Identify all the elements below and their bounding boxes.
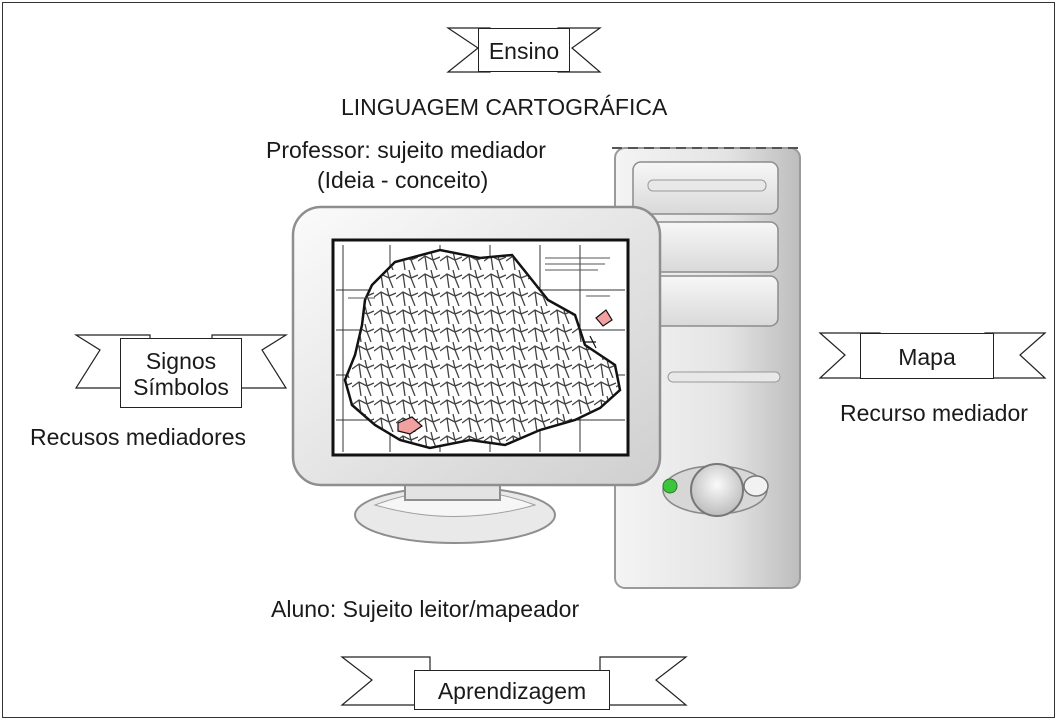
signos-text: Signos	[145, 348, 217, 374]
banner-signos-label: Signos Símbolos	[120, 338, 242, 408]
diagram-title: LINGUAGEM CARTOGRÁFICA	[341, 94, 668, 120]
student-label: Aluno: Sujeito leitor/mapeador	[271, 596, 580, 622]
banner-ensino-label: Ensino	[478, 28, 570, 72]
banner-aprendizagem	[340, 656, 688, 706]
simbolos-text: Símbolos	[133, 374, 229, 400]
left-caption: Recusos mediadores	[30, 424, 247, 450]
banner-aprendizagem-label: Aprendizagem	[414, 670, 610, 710]
right-caption: Recurso mediador	[840, 400, 1028, 426]
parana-map-icon	[336, 245, 625, 452]
teacher-label: Professor: sujeito mediador	[266, 139, 550, 162]
banner-mapa-label: Mapa	[860, 333, 994, 379]
teacher-sublabel: (Ideia - conceito)	[317, 167, 489, 193]
